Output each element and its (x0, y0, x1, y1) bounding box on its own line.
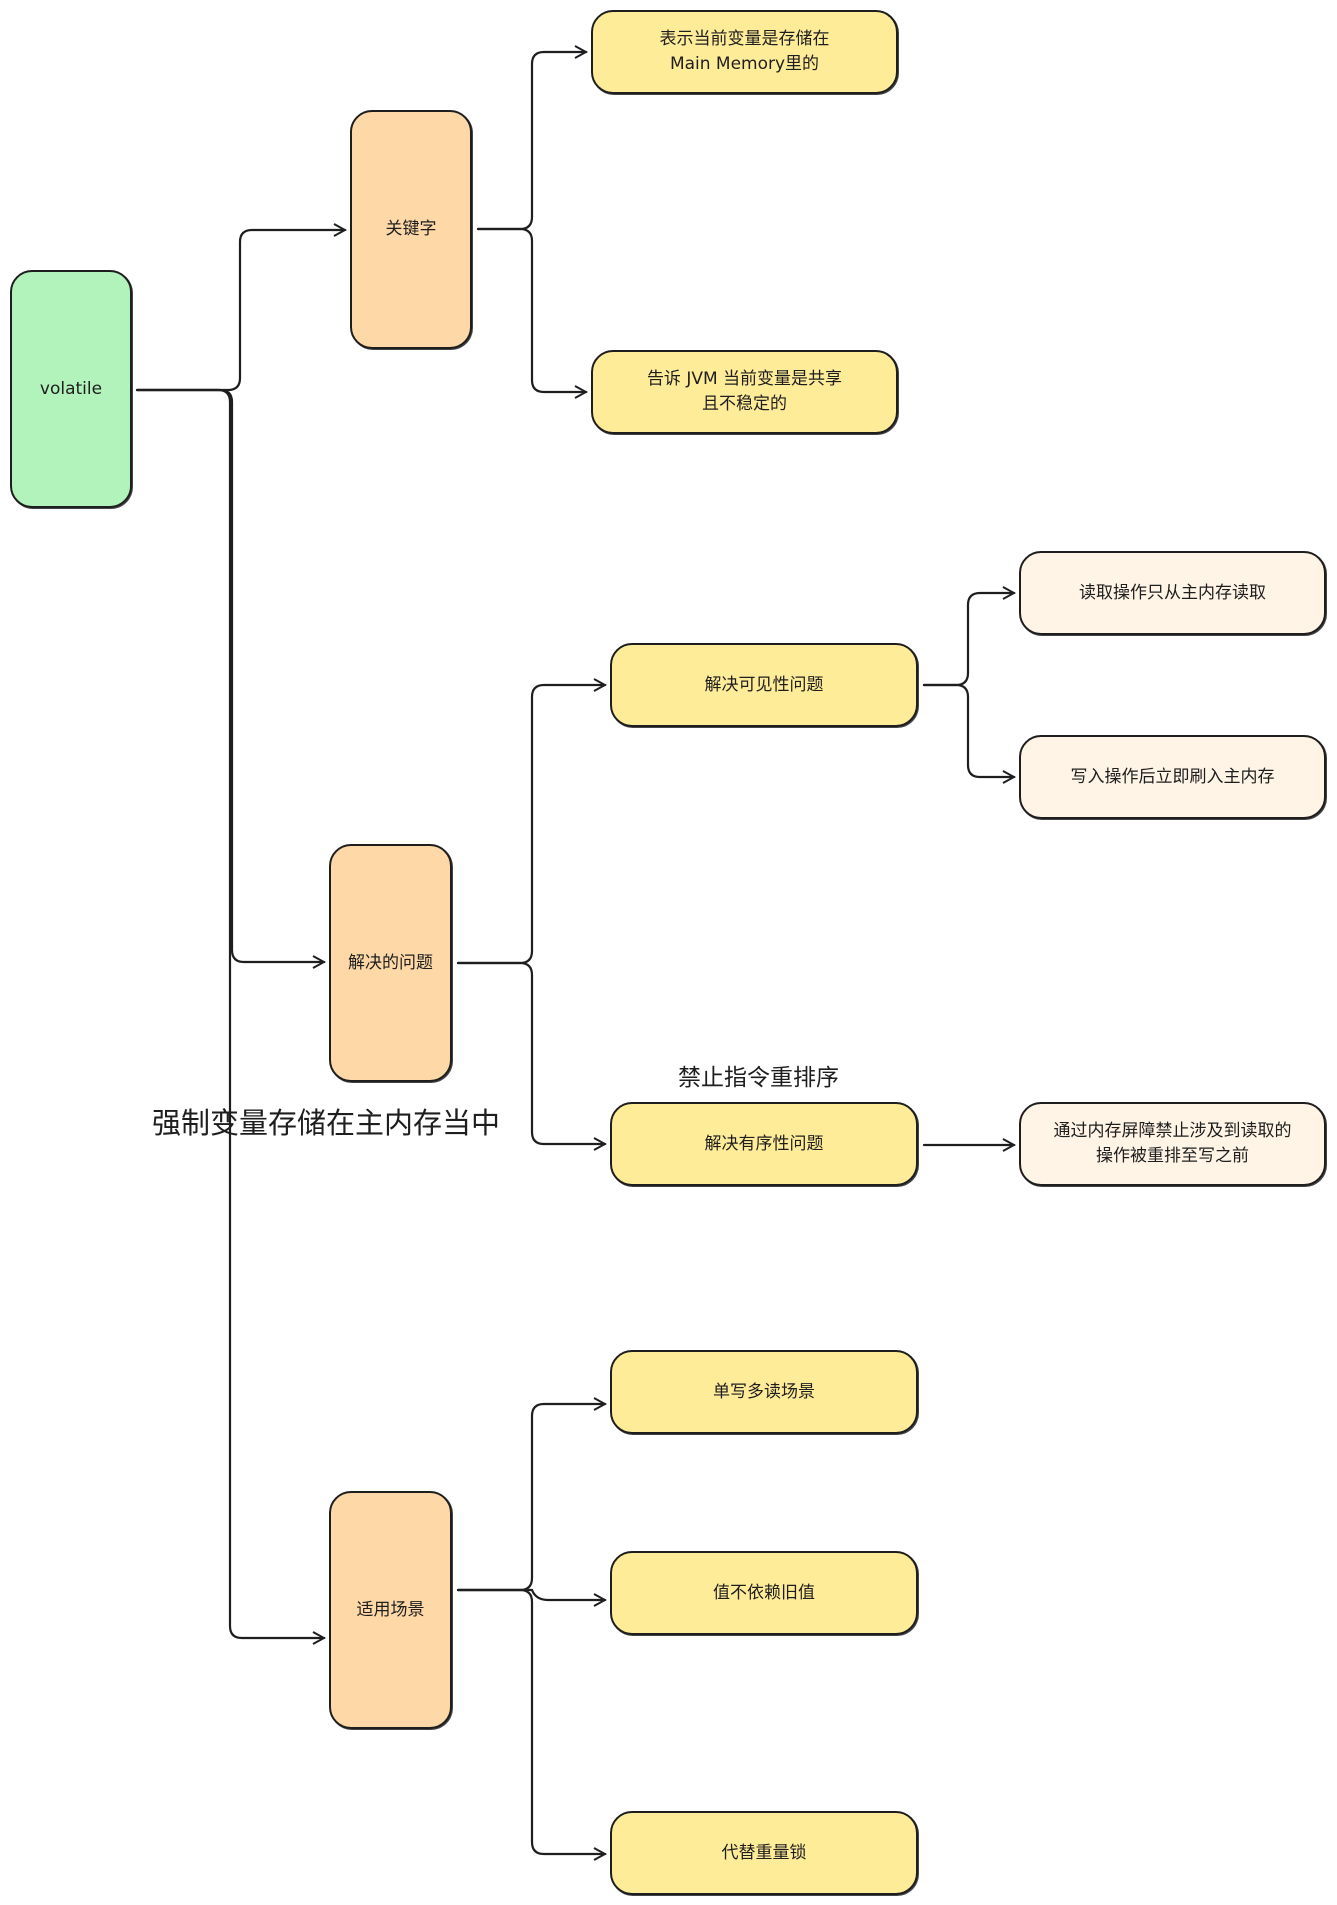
branch-node-label: 适用场景 (356, 1599, 425, 1620)
detail-node-main-memory[interactable]: 表示当前变量是存储在 Main Memory里的 (591, 10, 898, 94)
detail-node-single-writer[interactable]: 单写多读场景 (610, 1350, 918, 1434)
branch-node-label: 关键字 (385, 219, 437, 240)
edge-problems-visibility (456, 685, 605, 965)
detail-node-jvm-shared[interactable]: 告诉 JVM 当前变量是共享 且不稳定的 (591, 350, 898, 434)
branch-node-problems[interactable]: 解决的问题 (329, 844, 452, 1082)
detail-node-label: 代替重量锁 (721, 1842, 807, 1863)
edge-problems-ordering (456, 961, 605, 1144)
edge-scenarios-no-old-value (456, 1588, 605, 1600)
annotation-no-reordering: 禁止指令重排序 (678, 1065, 839, 1091)
annotation-main-memory-note: 强制变量存储在主内存当中 (152, 1106, 501, 1140)
edge-keyword-main-memory (476, 52, 586, 231)
leaf-node-write-flush[interactable]: 写入操作后立即刷入主内存 (1019, 735, 1326, 819)
edge-root-keyword (135, 230, 345, 392)
edge-scenarios-replace-lock (456, 1588, 605, 1854)
edge-visibility-write (922, 683, 1014, 777)
detail-node-label: 单写多读场景 (713, 1381, 815, 1402)
branch-node-scenarios[interactable]: 适用场景 (329, 1491, 452, 1729)
detail-node-label: 表示当前变量是存储在 Main Memory里的 (659, 29, 830, 74)
detail-node-ordering[interactable]: 解决有序性问题 (610, 1102, 918, 1186)
edge-scenarios-single-writer (456, 1404, 605, 1592)
edge-root-scenarios (135, 388, 324, 1638)
detail-node-label: 告诉 JVM 当前变量是共享 且不稳定的 (646, 369, 843, 414)
detail-node-replace-lock[interactable]: 代替重量锁 (610, 1811, 918, 1895)
root-node-volatile[interactable]: volatile (10, 270, 132, 508)
detail-node-visibility[interactable]: 解决可见性问题 (610, 643, 918, 727)
detail-node-label: 解决可见性问题 (704, 674, 824, 695)
leaf-node-label: 写入操作后立即刷入主内存 (1070, 766, 1275, 787)
detail-node-no-old-value[interactable]: 值不依赖旧值 (610, 1551, 918, 1635)
root-node-label: volatile (39, 378, 103, 399)
leaf-node-memory-barrier[interactable]: 通过内存屏障禁止涉及到读取的 操作被重排至写之前 (1019, 1102, 1326, 1186)
leaf-node-label: 通过内存屏障禁止涉及到读取的 操作被重排至写之前 (1053, 1121, 1292, 1166)
edge-visibility-read (922, 593, 1014, 687)
leaf-node-read-main-memory[interactable]: 读取操作只从主内存读取 (1019, 551, 1326, 635)
edge-keyword-jvm (476, 227, 586, 392)
leaf-node-label: 读取操作只从主内存读取 (1079, 582, 1266, 603)
branch-node-label: 解决的问题 (348, 952, 433, 973)
detail-node-label: 值不依赖旧值 (713, 1582, 815, 1603)
branch-node-keyword[interactable]: 关键字 (350, 110, 472, 349)
detail-node-label: 解决有序性问题 (704, 1133, 824, 1154)
